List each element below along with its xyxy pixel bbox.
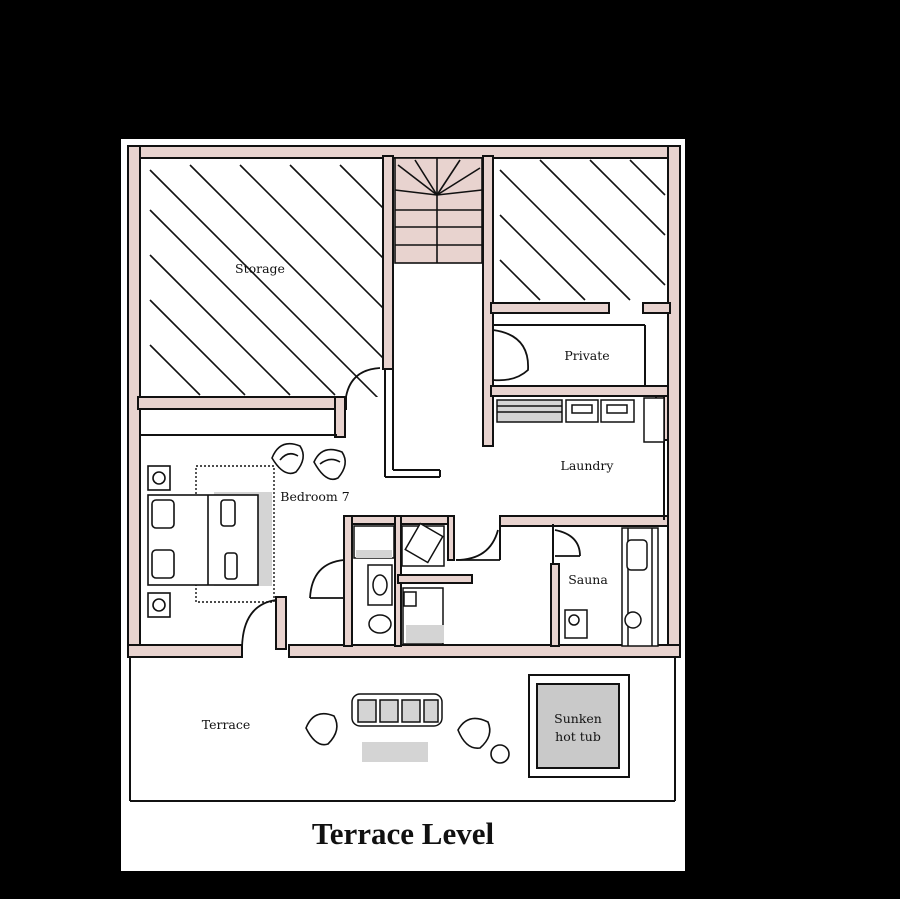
nightstands bbox=[147, 465, 171, 618]
storage-hatch-left bbox=[149, 164, 383, 397]
staircase bbox=[394, 157, 483, 264]
storage-hatch-right bbox=[499, 159, 666, 301]
bathroom-fixtures bbox=[353, 522, 445, 645]
bed bbox=[147, 492, 272, 586]
laundry-fixtures bbox=[496, 397, 665, 443]
terrace-area bbox=[129, 657, 676, 802]
outdoor-sofa bbox=[351, 693, 443, 762]
hot-tub bbox=[528, 674, 630, 778]
outer-walls bbox=[127, 145, 681, 658]
room-label-hot-tub-line2: hot tub bbox=[555, 729, 601, 744]
sauna-benches bbox=[564, 527, 659, 647]
terrace-chairs bbox=[305, 712, 510, 764]
room-label-private: Private bbox=[564, 348, 609, 363]
room-label-sauna: Sauna bbox=[568, 572, 608, 587]
bedroom-armchairs bbox=[271, 442, 346, 481]
room-label-storage: Storage bbox=[235, 261, 285, 276]
interior-walls bbox=[137, 155, 671, 650]
room-label-laundry: Laundry bbox=[561, 458, 615, 473]
room-label-bedroom: Bedroom 7 bbox=[280, 489, 349, 504]
room-label-hot-tub-line1: Sunken bbox=[554, 711, 602, 726]
room-label-terrace: Terrace bbox=[202, 717, 251, 732]
floor-plan-title: Terrace Level bbox=[312, 816, 495, 851]
